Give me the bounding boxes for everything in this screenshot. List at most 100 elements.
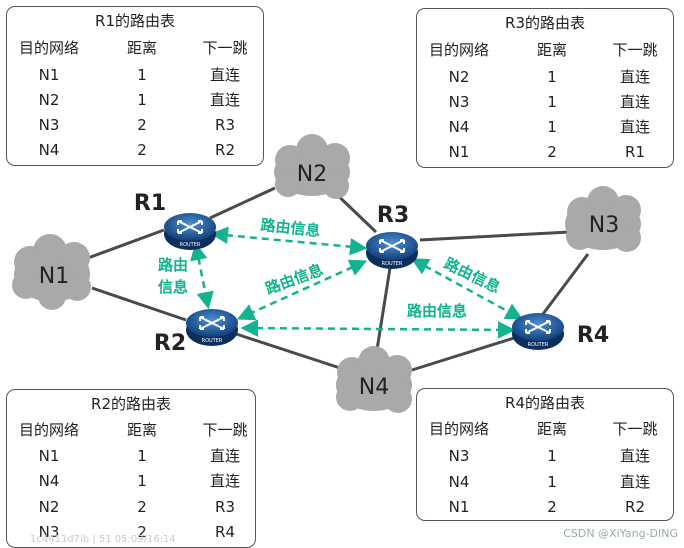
distance-cell: 2 (137, 498, 147, 516)
routing-table-title: R1的路由表 (95, 12, 175, 30)
distance-cell: 1 (547, 118, 557, 136)
distance-cell: 1 (547, 473, 557, 491)
table-row: N3 2 R3 (7, 112, 263, 138)
router-r4-icon-text: ROUTER (528, 342, 549, 348)
col-header-dest: 目的网络 (428, 420, 489, 438)
network-label-n1: N1 (39, 264, 69, 289)
col-header-dest: 目的网络 (18, 39, 79, 57)
dest-cell: N3 (38, 523, 60, 541)
dest-cell: N4 (448, 473, 470, 491)
route-info-label-r2-r4: 路由信息 (407, 302, 467, 320)
table-row: N1 2 R2 (417, 494, 673, 520)
next-hop-cell: 直连 (209, 447, 240, 465)
routing-table-r4: R4的路由表 目的网络 距离 下一跳 N3 1 直连 N4 1 直连 N1 2 … (416, 388, 674, 521)
distance-cell: 1 (547, 93, 557, 111)
col-header-dest: 目的网络 (18, 421, 79, 439)
routing-table-title: R3的路由表 (505, 14, 585, 32)
route-info-label-r1-r3: 路由信息 (260, 216, 322, 240)
table-row: N3 1 直连 (417, 443, 673, 469)
col-header-next-hop: 下一跳 (612, 420, 658, 438)
next-hop-cell: R1 (625, 143, 645, 161)
col-header-distance: 距离 (536, 41, 567, 59)
dest-cell: N4 (38, 141, 60, 159)
router-label-r2: R2 (154, 331, 186, 356)
table-row: N2 1 直连 (7, 87, 263, 113)
table-row: N4 2 R2 (7, 137, 263, 163)
distance-cell: 1 (547, 68, 557, 86)
table-row: N2 2 R3 (7, 494, 255, 520)
col-header-next-hop: 下一跳 (612, 41, 658, 59)
table-row: N1 1 直连 (7, 443, 255, 469)
link-n4-r4 (411, 336, 515, 372)
table-header-row: 目的网络 距离 下一跳 (417, 37, 673, 63)
dest-cell: N1 (448, 498, 470, 516)
distance-cell: 1 (137, 66, 147, 84)
router-r2-icon: ROUTER (186, 309, 238, 346)
table-row: N3 2 R4 (7, 519, 255, 545)
next-hop-cell: 直连 (209, 472, 240, 490)
cloud-n2 (274, 134, 350, 199)
col-header-next-hop: 下一跳 (202, 39, 248, 57)
router-label-r4: R4 (577, 323, 609, 348)
table-row: N2 1 直连 (417, 64, 673, 90)
route-info-arrows (190, 226, 524, 339)
router-r1-icon-text: ROUTER (180, 242, 201, 248)
routing-table-title: R2的路由表 (91, 395, 171, 413)
next-hop-cell: 直连 (619, 118, 650, 136)
col-header-distance: 距离 (536, 420, 567, 438)
table-row: N1 2 R1 (417, 139, 673, 165)
dest-cell: N2 (448, 68, 470, 86)
dest-cell: N2 (38, 91, 60, 109)
table-row: N4 1 直连 (7, 468, 255, 494)
router-r4-icon: ROUTER (512, 313, 564, 350)
routing-table-title: R4的路由表 (505, 394, 585, 412)
dest-cell: N1 (38, 66, 60, 84)
dest-cell: N3 (448, 93, 470, 111)
route-info-label-r1-r2-line1: 路由 (158, 256, 188, 274)
dest-cell: N4 (448, 118, 470, 136)
table-header-row: 目的网络 距离 下一跳 (7, 35, 263, 61)
next-hop-cell: R3 (215, 116, 235, 134)
router-label-r3: R3 (377, 203, 409, 228)
table-row: N3 1 直连 (417, 89, 673, 115)
router-r3-icon-text: ROUTER (382, 261, 403, 267)
dest-cell: N3 (448, 447, 470, 465)
dest-cell: N1 (38, 447, 60, 465)
dest-cell: N2 (38, 498, 60, 516)
cloud-n1 (12, 234, 91, 310)
link-r1-n2 (209, 186, 276, 220)
distance-cell: 2 (547, 498, 557, 516)
next-hop-cell: 直连 (209, 91, 240, 109)
next-hop-cell: 直连 (209, 66, 240, 84)
next-hop-cell: R4 (215, 523, 235, 541)
link-r2-n4 (229, 330, 341, 370)
distance-cell: 2 (137, 141, 147, 159)
table-row: N4 1 直连 (417, 469, 673, 495)
route-info-label-r3-r4: 路由信息 (441, 254, 503, 296)
col-header-distance: 距离 (126, 39, 157, 57)
table-header-row: 目的网络 距离 下一跳 (7, 417, 255, 443)
arrow-r3-r2 (236, 259, 368, 321)
link-n1-r1 (87, 228, 165, 260)
network-label-n3: N3 (589, 213, 619, 238)
link-n3-r4 (538, 253, 590, 319)
router-r1-icon: ROUTER (164, 213, 216, 250)
routing-table-r2: R2的路由表 目的网络 距离 下一跳 N1 1 直连 N4 1 直连 N2 2 … (6, 389, 256, 548)
col-header-next-hop: 下一跳 (202, 421, 248, 439)
router-label-r1: R1 (134, 191, 166, 216)
next-hop-cell: 直连 (619, 68, 650, 86)
video-overlay-text: 1c4411d7ib | 51 05:09/16:14 (30, 534, 176, 545)
network-label-n4: N4 (359, 375, 389, 400)
arrow-r1-r3 (210, 226, 368, 256)
distance-cell: 1 (137, 447, 147, 465)
link-r3-n4 (374, 267, 392, 357)
arrow-r1-r2 (190, 242, 214, 310)
dest-cell: N1 (448, 143, 470, 161)
next-hop-cell: 直连 (619, 473, 650, 491)
distance-cell: 2 (137, 523, 147, 541)
next-hop-cell: R2 (215, 141, 235, 159)
link-n1-r2 (91, 286, 187, 322)
cloud-n4 (336, 346, 412, 413)
table-row: N4 1 直连 (417, 114, 673, 140)
